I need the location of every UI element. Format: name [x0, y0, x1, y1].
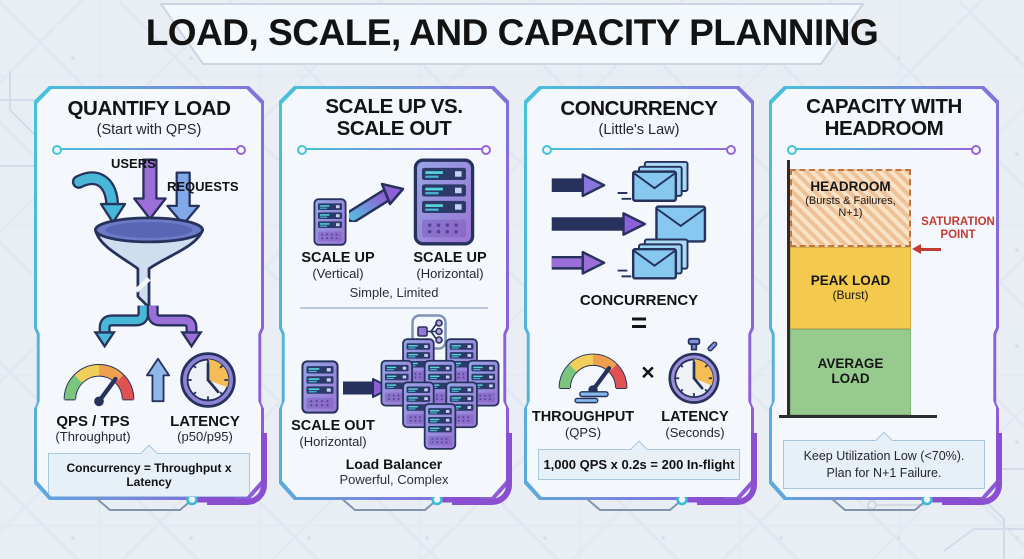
scale-up-arrow-icon: [349, 183, 405, 223]
panel-header: CAPACITY WITH HEADROOM: [772, 95, 996, 141]
scale-up-label: SCALE UP: [301, 250, 375, 267]
scale-up-figure: [289, 156, 499, 248]
panel-quantify-load: QUANTIFY LOAD (Start with QPS) USERS REQ…: [34, 86, 267, 511]
panel-subtitle: (Start with QPS): [96, 121, 202, 138]
times-sign: ×: [641, 358, 655, 385]
server-icon: [301, 360, 339, 414]
scale-up-sublabel: (Vertical): [312, 265, 364, 281]
server-icon-small: [313, 198, 347, 246]
panel-corner-accent: [452, 433, 512, 505]
concurrency-formula-callout: Concurrency = Throughput x Latency: [48, 453, 250, 497]
panel-title: SCALE UP VS. SCALE OUT: [325, 95, 463, 141]
up-arrow-icon: [146, 357, 170, 402]
scale-up-note: Simple, Limited: [349, 284, 439, 300]
peak-load-sublabel: (Burst): [832, 287, 869, 302]
panel-corner-accent: [697, 433, 757, 505]
section-divider: [300, 306, 488, 309]
throughput-sublabel: (QPS): [564, 424, 602, 440]
capacity-bar-chart: HEADROOM (Bursts & Failures, N+1) PEAK L…: [772, 158, 996, 426]
throughput-label: THROUGHPUT: [531, 409, 635, 425]
throughput-gauge-icon: [555, 339, 631, 404]
x-axis: [779, 415, 937, 419]
scale-out-figure: SCALE OUT (Horizontal): [283, 314, 505, 452]
segment-headroom: HEADROOM (Bursts & Failures, N+1): [790, 169, 911, 248]
y-axis: [787, 160, 790, 418]
requests-label: REQUESTS: [167, 178, 239, 194]
panel-title: CAPACITY WITH HEADROOM: [806, 95, 962, 141]
scale-up-vertical-block: SCALE UP (Vertical): [282, 250, 394, 282]
load-balancer-label: Load Balancer: [345, 455, 443, 472]
segment-average-load: AVERAGE LOAD: [790, 329, 911, 416]
page-title: LOAD, SCALE, AND CAPACITY PLANNING: [145, 12, 879, 53]
latency-label: LATENCY: [170, 412, 240, 430]
scale-out-sublabel: (Horizontal): [299, 433, 367, 449]
panel-title: QUANTIFY LOAD: [67, 97, 231, 121]
panel-bottom-tab: [585, 497, 725, 511]
header-divider: [787, 144, 981, 155]
latency-label: LATENCY: [661, 409, 729, 425]
header-divider: [52, 144, 246, 155]
concurrency-label: CONCURRENCY: [579, 292, 699, 309]
scale-out-label: SCALE OUT: [291, 417, 375, 434]
latency-clock-icon: [180, 352, 236, 408]
panel-subtitle: (Little's Law): [598, 121, 680, 138]
header-divider: [542, 144, 736, 155]
segment-peak-load: PEAK LOAD (Burst): [790, 247, 911, 330]
scale-up-horizontal-block: SCALE UP (Horizontal): [394, 250, 506, 282]
saturation-arrow-icon: [912, 244, 941, 255]
panel-bottom-tab: [830, 497, 970, 511]
stacked-bar: HEADROOM (Bursts & Failures, N+1) PEAK L…: [790, 169, 911, 416]
littles-law-example-callout: 1,000 QPS x 0.2s = 200 In-flight: [538, 448, 740, 480]
panel-header: QUANTIFY LOAD (Start with QPS): [37, 96, 261, 140]
qps-label: QPS / TPS: [56, 412, 130, 430]
panel-scale-up-out: SCALE UP VS. SCALE OUT SCALE UP (Vertica…: [279, 86, 512, 511]
qps-sublabel: (Throughput): [55, 429, 131, 445]
funnel-icon: [71, 158, 204, 349]
qps-label-block: QPS / TPS (Throughput): [37, 413, 149, 445]
header-divider: [297, 144, 491, 155]
users-label: USERS: [111, 155, 156, 171]
throughput-gauge-icon: [60, 349, 138, 411]
panel-corner-accent: [942, 433, 1002, 505]
panel-corner-accent: [207, 433, 267, 505]
panel-title: CONCURRENCY: [560, 97, 718, 121]
scale-out-label-block: SCALE OUT (Horizontal): [283, 418, 383, 450]
panel-header: SCALE UP VS. SCALE OUT: [282, 95, 506, 141]
scale-out-note: Powerful, Complex: [339, 471, 449, 487]
utilization-line1: Keep Utilization Low (<70%).: [803, 449, 965, 464]
scale-up2-sublabel: (Horizontal): [416, 265, 484, 281]
stopwatch-icon: [668, 337, 720, 404]
panel-capacity-headroom: CAPACITY WITH HEADROOM HEADROOM (Bursts …: [769, 86, 1002, 511]
server-icon-large: [413, 158, 475, 246]
headroom-label: HEADROOM: [810, 179, 891, 195]
headroom-sublabel: (Bursts & Failures, N+1): [805, 195, 896, 220]
funnel-figure: USERS REQUESTS: [47, 156, 251, 349]
peak-load-label: PEAK LOAD: [810, 273, 891, 289]
scale-up2-label: SCALE UP: [413, 250, 487, 267]
panel-bottom-tab: [95, 497, 235, 511]
panel-bottom-tab: [340, 497, 480, 511]
request-flow-icon: [551, 160, 707, 280]
average-load-label: AVERAGE LOAD: [817, 356, 884, 387]
throughput-label-block: THROUGHPUT (QPS): [527, 409, 639, 441]
panel-header: CONCURRENCY (Little's Law): [527, 96, 751, 140]
equals-sign: =: [630, 307, 648, 338]
utilization-line2: Plan for N+1 Failure.: [826, 465, 942, 480]
saturation-point-label: SATURATION POINT: [921, 216, 995, 242]
panel-concurrency: CONCURRENCY (Little's Law): [524, 86, 757, 511]
title-banner: [159, 3, 865, 65]
